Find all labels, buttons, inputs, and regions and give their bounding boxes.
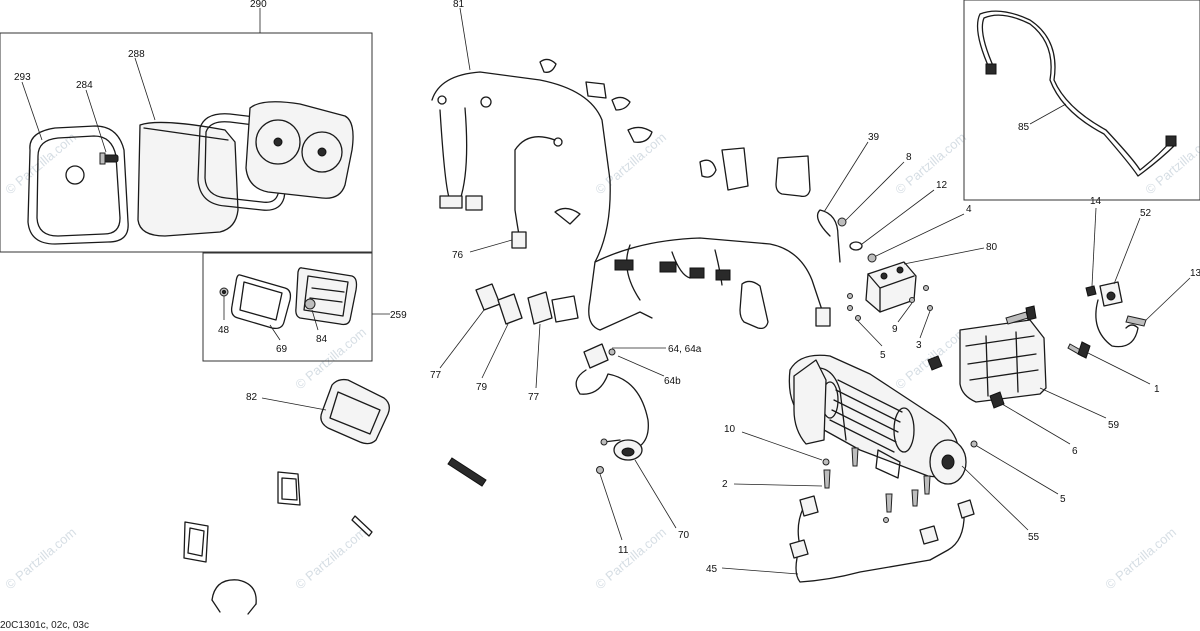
- callout-6: 6: [1072, 446, 1078, 457]
- callout-290: 290: [250, 0, 267, 10]
- callout-64b: 64b: [664, 376, 681, 387]
- pin-13: [1125, 315, 1147, 327]
- callout-52: 52: [1140, 208, 1152, 219]
- callout-3: 3: [916, 340, 922, 351]
- screws-solenoid: [847, 285, 933, 321]
- callout-81: 81: [453, 0, 465, 10]
- callout-39: 39: [868, 132, 880, 143]
- group-box-259: 259: [202, 252, 407, 362]
- callout-48: 48: [218, 325, 230, 336]
- callout-284: 284: [76, 80, 93, 91]
- speed-sensor-70: [575, 369, 649, 461]
- bolt-5b: [970, 440, 978, 448]
- callout-11: 11: [618, 545, 629, 556]
- watermark: © Partzilla.com: [292, 324, 369, 392]
- callout-55: 55: [1028, 532, 1040, 543]
- bolt-1: [1067, 341, 1091, 359]
- clips-top: [539, 58, 653, 225]
- callout-13: 13: [1190, 268, 1200, 279]
- module-cover-69: [230, 274, 292, 330]
- callout-82: 82: [246, 392, 258, 403]
- callout-77b: 77: [528, 392, 540, 403]
- connector-77b: [527, 291, 579, 325]
- callout-259: 259: [390, 310, 407, 321]
- gauge-lens-288: [137, 121, 239, 237]
- callout-10: 10: [724, 424, 736, 435]
- callout-70: 70: [678, 530, 690, 541]
- callout-64: 64, 64a: [668, 344, 702, 355]
- group-box-85: [963, 0, 1200, 201]
- winch-end-housing: [793, 359, 901, 479]
- connector-79: [497, 293, 523, 325]
- nut-8: [837, 217, 847, 227]
- bracket-small-a: [277, 471, 301, 506]
- solenoid-80: [865, 261, 917, 313]
- nut-fairlead-left: [927, 355, 943, 371]
- nut-48: [219, 287, 229, 297]
- callout-79: 79: [476, 382, 488, 393]
- cable-39: [816, 209, 841, 263]
- bolt-top-fairlead: [1005, 305, 1037, 325]
- display-82: [320, 378, 390, 445]
- nut-4: [867, 253, 877, 263]
- reference-code: 20C1301c, 02c, 03c: [0, 620, 89, 631]
- watermark: © Partzilla.com: [892, 129, 969, 197]
- callout-77a: 77: [430, 370, 442, 381]
- callout-4: 4: [966, 204, 972, 215]
- washer-12: [849, 241, 863, 251]
- callout-288: 288: [128, 49, 145, 60]
- watermark: © Partzilla.com: [1102, 524, 1179, 592]
- callout-59: 59: [1108, 420, 1120, 431]
- watermark: © Partzilla.com: [592, 524, 669, 592]
- group-box-290: 290: [0, 0, 373, 253]
- bracket-clamp: [211, 579, 257, 615]
- pin-small: [447, 457, 487, 487]
- sensor-connector-64: [583, 343, 616, 369]
- winch-drum: [821, 379, 915, 453]
- watermark: © Partzilla.com: [292, 524, 369, 592]
- sub-harness-76: [511, 136, 563, 249]
- wiring-harness-81: [431, 71, 831, 331]
- module-84: [295, 267, 358, 326]
- nut-6: [989, 391, 1005, 409]
- connector-77a: [475, 283, 501, 311]
- bracket-small-b: [183, 521, 209, 563]
- callout-45: 45: [706, 564, 718, 575]
- watermark: © Partzilla.com: [892, 324, 969, 392]
- callout-1: 1: [1154, 384, 1160, 395]
- gauge-housing: [245, 101, 354, 199]
- watermark: © Partzilla.com: [2, 129, 79, 197]
- gauge-gasket: [197, 113, 294, 211]
- screw-14: [1085, 285, 1097, 297]
- screw-284: [99, 152, 119, 165]
- callout-85: 85: [1018, 122, 1030, 133]
- gauge-bezel-293: [27, 125, 129, 245]
- callout-84: 84: [316, 334, 328, 345]
- fairlead-59: [959, 319, 1047, 403]
- watermark: © Partzilla.com: [2, 524, 79, 592]
- callout-9: 9: [892, 324, 898, 335]
- hook-52: [1095, 281, 1139, 348]
- winch-cables-45: [789, 495, 975, 583]
- callout-76: 76: [452, 250, 464, 261]
- callout-12: 12: [936, 180, 948, 191]
- callout-2: 2: [722, 479, 728, 490]
- callout-5b: 5: [1060, 494, 1066, 505]
- terminal-small: [351, 515, 373, 537]
- callout-80: 80: [986, 242, 998, 253]
- callout-69: 69: [276, 344, 288, 355]
- callout-5a: 5: [880, 350, 886, 361]
- screw-11: [596, 466, 604, 474]
- callout-8: 8: [906, 152, 912, 163]
- bolts-winch-base: [822, 447, 931, 523]
- covers-mid: [699, 147, 811, 330]
- callout-293: 293: [14, 72, 31, 83]
- watermark: © Partzilla.com: [592, 129, 669, 197]
- callout-14: 14: [1090, 196, 1102, 207]
